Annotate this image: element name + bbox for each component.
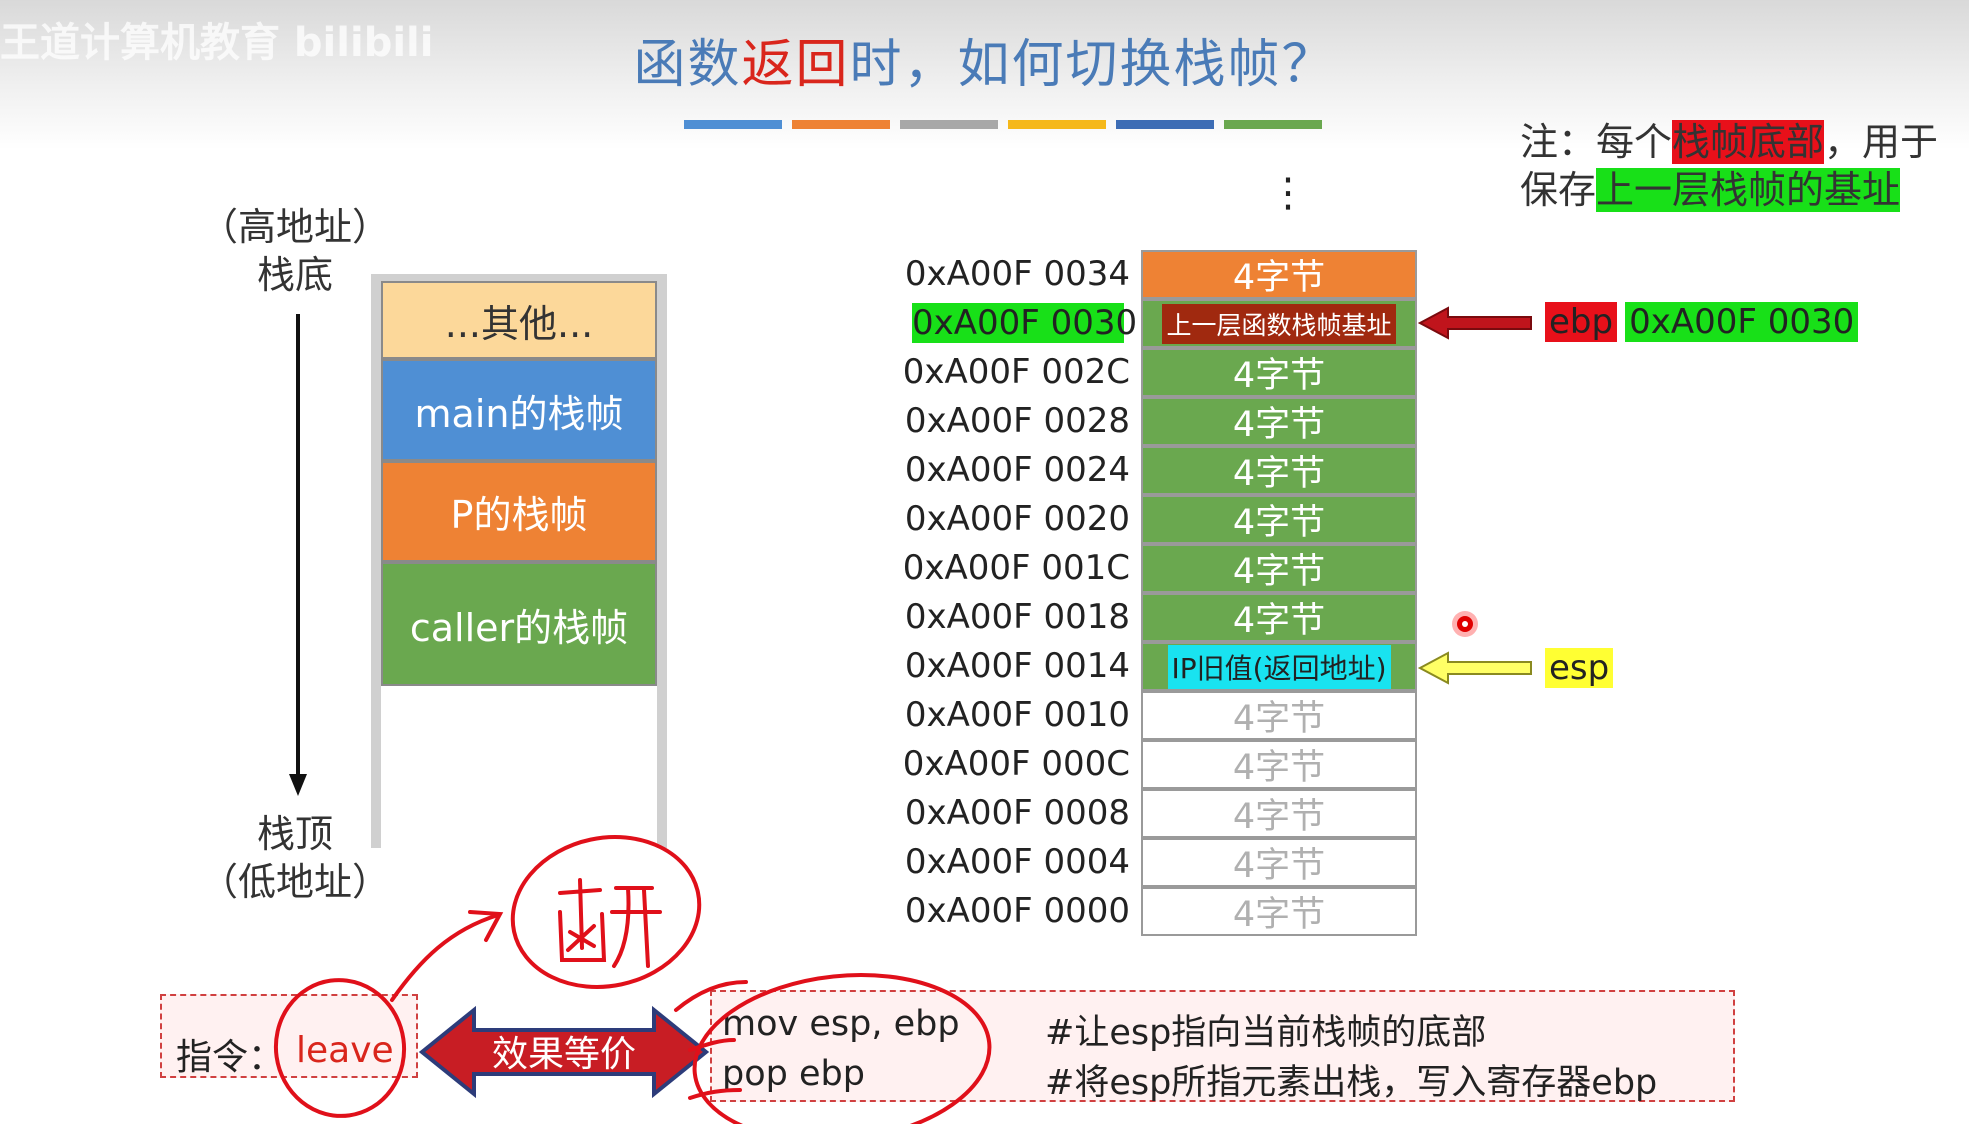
memory-address: 0xA00F 0024 <box>904 450 1130 490</box>
high-address-label: （高地址） <box>199 205 390 249</box>
stack-frame-outline <box>371 274 667 848</box>
code-line: mov esp, ebp <box>722 1004 960 1044</box>
memory-address: 0xA00F 0004 <box>904 842 1130 882</box>
esp-arrow-icon <box>1418 651 1532 685</box>
low-address-label: （低地址） <box>199 860 390 904</box>
memory-cell: 4字节 <box>1141 593 1417 642</box>
memory-address: 0xA00F 002C <box>902 352 1130 392</box>
memory-cell: 4字节 <box>1141 887 1417 936</box>
pointer-dot-icon <box>1452 611 1478 637</box>
instruction-name: leave <box>296 1030 394 1071</box>
memory-cell: 4字节 <box>1141 838 1417 887</box>
memory-address: 0xA00F 0018 <box>904 597 1130 637</box>
stack-ellipsis: ⋮ <box>1268 170 1308 216</box>
equivalence-label: 效果等价 <box>491 1034 636 1075</box>
ebp-register: ebp 0xA00F 0030 <box>1545 302 1859 342</box>
memory-cell: 4字节 <box>1141 250 1417 299</box>
color-bar <box>1116 120 1214 129</box>
memory-address: 0xA00F 000C <box>902 744 1130 784</box>
color-bar <box>1008 120 1106 129</box>
memory-cell: 4字节 <box>1141 789 1417 838</box>
note-highlight-green: 上一层栈帧的基址 <box>1596 168 1901 212</box>
memory-cell: 4字节 <box>1141 397 1417 446</box>
ebp-label: ebp <box>1545 302 1618 342</box>
color-bar <box>900 120 998 129</box>
memory-address: 0xA00F 0008 <box>904 793 1130 833</box>
code-comment: #将esp所指元素出栈，写入寄存器ebp <box>1045 1063 1658 1103</box>
slide-title: 函数返回时，如何切换栈帧？ <box>633 35 1336 95</box>
memory-cell: 上一层函数栈帧基址 <box>1141 299 1417 348</box>
color-bar <box>1224 120 1322 129</box>
memory-cell: IP旧值(返回地址) <box>1141 642 1417 691</box>
memory-cell: 4字节 <box>1141 544 1417 593</box>
instruction-prefix: 指令： <box>176 1037 285 1078</box>
memory-cell: 4字节 <box>1141 348 1417 397</box>
stack-frame-block: P的栈帧 <box>381 461 657 562</box>
color-bar <box>792 120 890 129</box>
memory-cell: 4字节 <box>1141 446 1417 495</box>
code-comment: #让esp指向当前栈帧的底部 <box>1045 1013 1487 1053</box>
stack-frame-block: caller的栈帧 <box>381 562 657 686</box>
color-bar <box>684 120 782 129</box>
memory-address: 0xA00F 0028 <box>904 401 1130 441</box>
memory-cell: 4字节 <box>1141 495 1417 544</box>
memory-cell: 4字节 <box>1141 740 1417 789</box>
code-line: pop ebp <box>722 1054 865 1094</box>
down-arrow-icon <box>289 314 307 796</box>
note: 注：每个栈帧底部，用于 保存上一层栈帧的基址 <box>1520 120 1939 212</box>
stack-bottom-label: 栈底 <box>256 253 333 297</box>
watermark: 王道计算机教育 bilibili <box>0 20 434 66</box>
memory-address: 0xA00F 0034 <box>904 254 1130 294</box>
memory-address: 0xA00F 001C <box>902 548 1130 588</box>
esp-label: esp <box>1545 648 1614 688</box>
note-highlight-red: 栈帧底部 <box>1672 120 1825 164</box>
ebp-arrow-icon <box>1418 306 1532 340</box>
stack-frame-block: ...其他... <box>381 281 657 359</box>
memory-address: 0xA00F 0010 <box>904 695 1130 735</box>
memory-address: 0xA00F 0020 <box>904 499 1130 539</box>
memory-address: 0xA00F 0030 <box>912 303 1138 343</box>
stack-frame-block: main的栈帧 <box>381 359 657 461</box>
ebp-value: 0xA00F 0030 <box>1625 302 1859 342</box>
memory-address: 0xA00F 0000 <box>904 891 1130 931</box>
double-arrow-icon <box>418 1005 710 1099</box>
stack-top-label: 栈顶 <box>256 812 333 856</box>
code-box <box>710 990 1735 1102</box>
memory-address: 0xA00F 0014 <box>904 646 1130 686</box>
memory-cell: 4字节 <box>1141 691 1417 740</box>
